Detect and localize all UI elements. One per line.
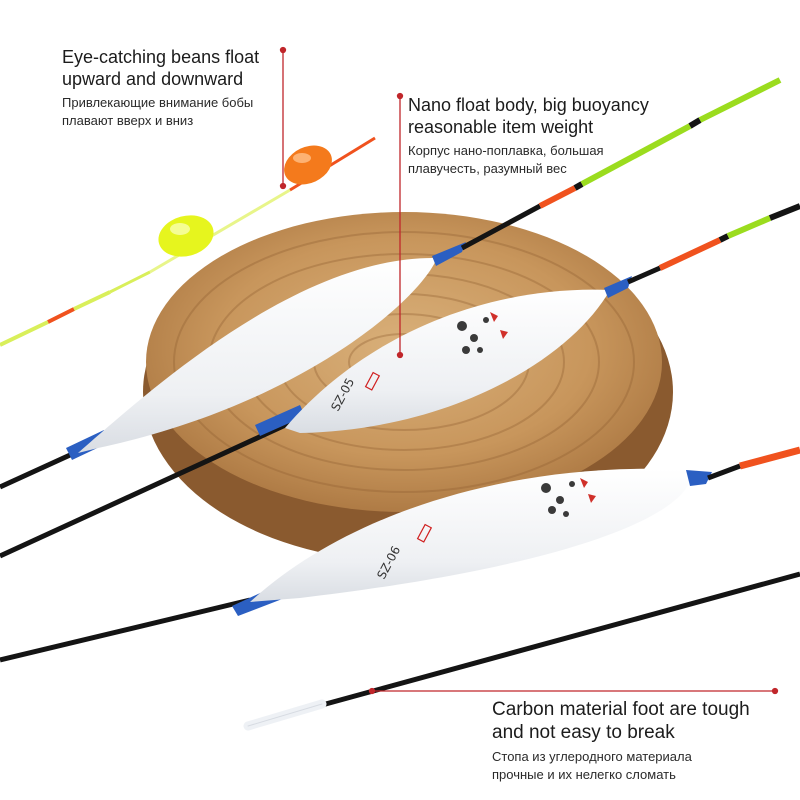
callout-beans-en-line1: Eye-catching beans float: [62, 47, 260, 67]
callout-beans-ru-line2: плавают вверх и вниз: [62, 113, 194, 128]
float-middle-blue-base: [255, 405, 305, 436]
float-lower-antenna-orange: [739, 446, 800, 470]
callout-foot-ru: Стопа из углеродного материала прочные и…: [492, 748, 792, 784]
callout-foot: Carbon material foot are tough and not e…: [492, 698, 792, 784]
float-lower: SZ-06: [0, 446, 800, 663]
float-middle-stem: [0, 419, 294, 559]
float-top-antenna-green2: [698, 77, 782, 123]
callout-body-en-line2: reasonable item weight: [408, 117, 594, 137]
callout-foot-ru-line2: прочные и их нелегко сломать: [492, 767, 676, 782]
float-top: [0, 77, 782, 490]
float-top-blue-collar: [432, 242, 466, 266]
float-lower-stem: [0, 597, 251, 663]
float-top-body: [78, 257, 437, 453]
float-middle-red-mark: [364, 371, 381, 391]
float-middle-antenna-green: [726, 215, 772, 239]
float-lower-logo: [541, 478, 596, 517]
float-top-antenna-black: [460, 203, 542, 251]
callout-body-ru-line1: Корпус нано-поплавка, большая: [408, 143, 604, 158]
callout-body: Nano float body, big buoyancy reasonable…: [408, 94, 708, 178]
orange-bean: [284, 145, 332, 185]
callout-beans: Eye-catching beans float upward and down…: [62, 46, 292, 130]
yellow-bean: [158, 215, 214, 257]
callout-foot-en-line2: and not easy to break: [492, 722, 675, 743]
callout-beans-en-line2: upward and downward: [62, 69, 244, 89]
float-middle-antenna-orange: [658, 237, 722, 271]
leader-lines: [279, 46, 779, 695]
callout-body-ru: Корпус нано-поплавка, большая плавучесть…: [408, 142, 708, 178]
callout-body-en-line1: Nano float body, big buoyancy: [408, 95, 649, 115]
callout-foot-en-line1: Carbon material foot are tough: [492, 699, 750, 720]
float-middle-antenna-black: [626, 265, 662, 285]
bean-line: [0, 136, 376, 347]
float-middle-body: [285, 289, 610, 433]
float-top-antenna-green: [580, 123, 692, 187]
float-lower-body: [250, 468, 691, 602]
float-top-antenna-black3: [688, 117, 702, 129]
float-middle-blue-collar: [604, 276, 632, 298]
carbon-foot-rod: [243, 571, 800, 731]
float-middle: SZ-05: [0, 203, 800, 559]
float-lower-antenna-black: [707, 463, 741, 481]
callout-beans-ru: Привлекающие внимание бобы плавают вверх…: [62, 94, 292, 130]
float-top-antenna-black2: [573, 181, 584, 191]
float-middle-antenna-black2: [718, 233, 730, 243]
float-middle-antenna-black3: [768, 203, 800, 221]
callout-foot-ru-line1: Стопа из углеродного материала: [492, 749, 692, 764]
float-lower-red-mark: [416, 523, 433, 543]
float-middle-logo: [457, 312, 508, 354]
callout-body-ru-line2: плавучесть, разумный вес: [408, 161, 567, 176]
float-top-antenna-orange: [538, 185, 577, 209]
callout-beans-ru-line1: Привлекающие внимание бобы: [62, 95, 254, 110]
float-lower-collar: [686, 470, 712, 486]
